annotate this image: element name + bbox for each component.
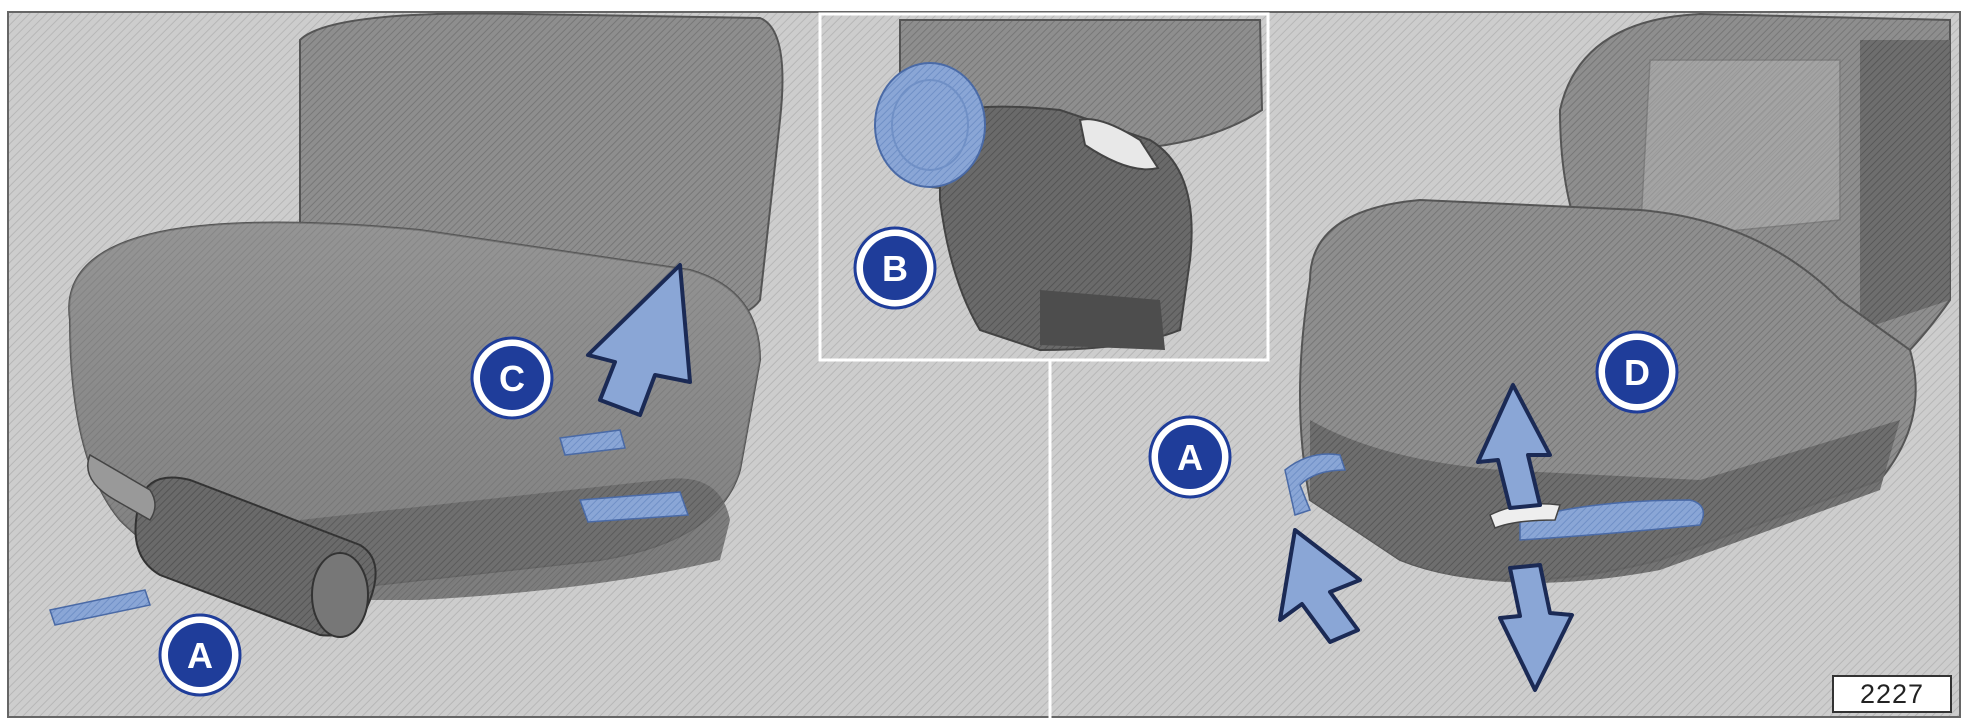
callout-a-left: A xyxy=(160,615,240,695)
callout-c-label: C xyxy=(499,358,525,399)
callout-c: C xyxy=(472,338,552,418)
callout-a-right: A xyxy=(1150,417,1230,497)
figure-number: 2227 xyxy=(1860,679,1924,710)
figure-number-box: 2227 xyxy=(1832,675,1952,713)
callout-d-label: D xyxy=(1624,352,1650,393)
callout-a-left-label: A xyxy=(187,635,213,676)
callout-b-label: B xyxy=(882,248,908,289)
callout-b: B xyxy=(855,228,935,308)
callout-d: D xyxy=(1597,332,1677,412)
backrest-knob-b xyxy=(875,63,985,187)
callout-a-right-label: A xyxy=(1177,437,1203,478)
